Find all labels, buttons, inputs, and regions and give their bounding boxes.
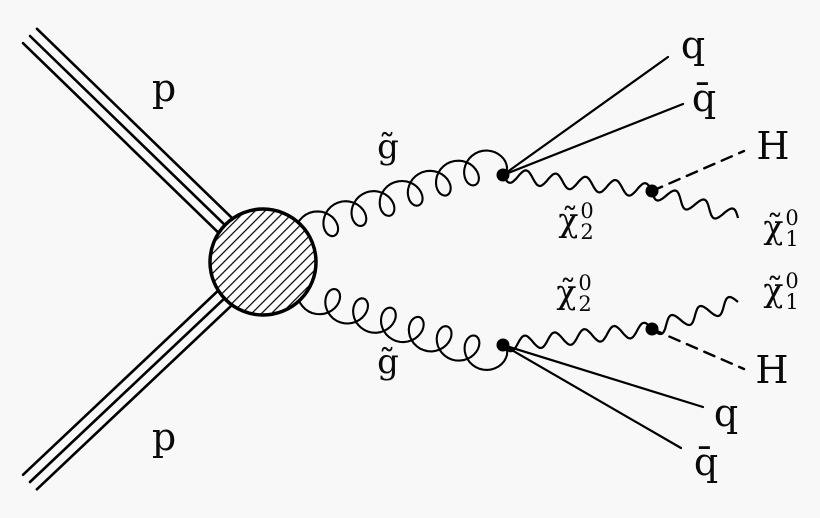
antiquark-bottom-text: q̄	[693, 440, 719, 484]
label-gluino-bottom: g̃	[377, 345, 399, 379]
neutralino2-bottom-text: χ̃	[556, 272, 577, 311]
label-proton-top: p	[152, 69, 176, 107]
antiquark-top-text: q̄	[691, 76, 717, 120]
neutralino1-wave-top	[650, 189, 740, 220]
neutralino1-bottom-sub: 1	[785, 290, 799, 314]
label-higgs-bottom: H	[755, 351, 788, 389]
quark-top-text: q	[680, 23, 706, 67]
gluino-top-text: g̃	[377, 127, 399, 167]
neutralino1-top-sub: 1	[785, 227, 799, 251]
label-antiquark-bottom: q̄	[694, 443, 718, 481]
diagram-strokes	[21, 27, 746, 491]
gluino-bottom-text: g̃	[377, 342, 399, 382]
label-quark-top: q	[681, 26, 705, 64]
antiquark-line-bottom	[501, 343, 683, 450]
quark-line-bottom	[501, 343, 705, 409]
proton-beam-line-top	[21, 41, 258, 271]
proton-top-text: p	[151, 66, 177, 110]
quark-line-top	[501, 55, 670, 177]
neutralino1-bottom-text: χ̃	[763, 270, 784, 309]
proton-beam-line-top	[35, 27, 272, 257]
label-quark-bottom: q	[714, 394, 738, 432]
vertex-dot	[496, 338, 510, 352]
label-antiquark-top: q̄	[692, 79, 716, 117]
interaction-blob	[208, 207, 318, 317]
neutralino1-wave-bottom	[651, 295, 739, 336]
higgs-top-text: H	[756, 124, 790, 168]
neutralino2-wave-bottom	[502, 321, 653, 353]
vertex-dot	[496, 168, 510, 182]
label-higgs-top: H	[756, 127, 789, 165]
gluino-coil-bottom	[296, 278, 509, 371]
vertex-dot	[645, 322, 659, 336]
quark-bottom-text: q	[713, 391, 739, 435]
neutralino2-bottom-sup: 0	[578, 271, 592, 295]
higgs-bottom-text: H	[755, 348, 789, 392]
label-proton-bottom: p	[152, 418, 176, 456]
gluino-coil-top	[294, 149, 509, 248]
neutralino2-top-sub: 2	[580, 220, 594, 244]
vertex-dot	[645, 184, 659, 198]
neutralino2-wave-top	[502, 169, 653, 197]
neutralino1-bottom-sup: 0	[785, 269, 799, 293]
label-gluino-top: g̃	[377, 130, 399, 164]
neutralino1-top-text: χ̃	[763, 207, 784, 246]
higgs-dashed-line-bottom	[650, 327, 746, 371]
neutralino2-bottom-sub: 2	[578, 292, 592, 316]
higgs-dashed-line-top	[650, 149, 746, 193]
neutralino1-top-sup: 0	[785, 206, 799, 230]
antiquark-line-top	[501, 102, 685, 177]
proton-bottom-text: p	[151, 415, 177, 459]
neutralino2-top-sup: 0	[580, 199, 594, 223]
neutralino2-top-text: χ̃	[558, 200, 579, 239]
